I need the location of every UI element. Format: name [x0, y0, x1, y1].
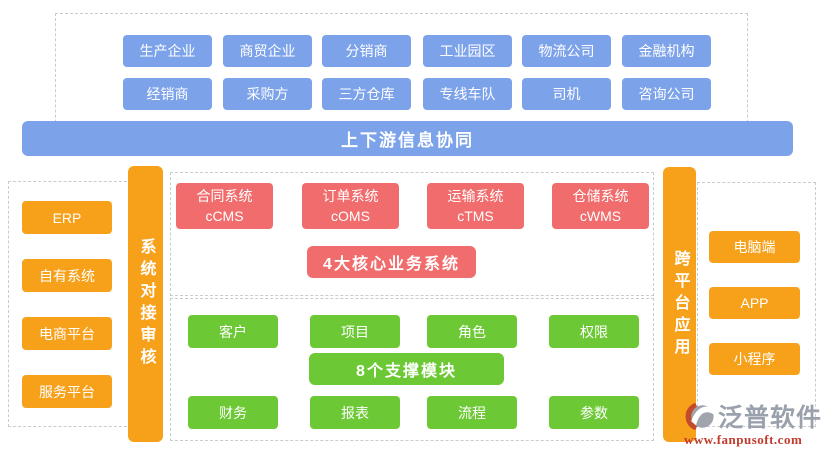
core-node-warehouse-system: 仓储系统 cWMS: [552, 183, 649, 229]
external-node-own-system: 自有系统: [22, 259, 112, 292]
core-node-code: cOMS: [331, 208, 370, 224]
support-node-workflow: 流程: [427, 396, 517, 429]
support-node-role: 角色: [427, 315, 517, 348]
external-node-ecommerce-platform: 电商平台: [22, 317, 112, 350]
partner-node-purchaser: 采购方: [223, 78, 312, 110]
external-node-erp: ERP: [22, 201, 112, 234]
core-node-contract-system: 合同系统 cCMS: [176, 183, 273, 229]
partner-node-dedicated-fleet: 专线车队: [423, 78, 512, 110]
core-node-code: cCMS: [205, 208, 244, 224]
external-node-service-platform: 服务平台: [22, 375, 112, 408]
core-systems-banner: 4大核心业务系统: [307, 246, 476, 278]
system-integration-review-bar: 系统对接审核: [128, 166, 163, 442]
partner-node-logistics-company: 物流公司: [522, 35, 611, 67]
client-node-app: APP: [709, 287, 800, 319]
vendor-logo: 泛普软件 www.fanpusoft.com: [684, 398, 822, 448]
core-node-name: 订单系统: [322, 188, 379, 204]
support-modules-banner: 8个支撑模块: [309, 353, 504, 385]
core-node-code: cWMS: [579, 208, 622, 224]
vendor-logo-row: 泛普软件: [684, 398, 822, 434]
partner-node-driver: 司机: [522, 78, 611, 110]
core-systems-group: [170, 172, 654, 296]
system-integration-review-label: 系统对接审核: [137, 238, 155, 370]
support-node-finance: 财务: [188, 396, 278, 429]
support-node-parameter: 参数: [549, 396, 639, 429]
client-node-desktop: 电脑端: [709, 231, 800, 263]
core-node-transport-system: 运输系统 cTMS: [427, 183, 524, 229]
vendor-name: 泛普软件: [718, 404, 823, 432]
core-node-code: cTMS: [457, 208, 494, 224]
fanpu-logo-icon: [684, 401, 716, 432]
partner-node-trading-enterprise: 商贸企业: [223, 35, 312, 67]
core-node-order-system: 订单系统 cOMS: [302, 183, 399, 229]
upstream-downstream-banner: 上下游信息协同: [22, 121, 793, 156]
support-node-report: 报表: [310, 396, 400, 429]
support-modules-group: [170, 298, 654, 441]
core-node-name: 合同系统: [196, 188, 253, 204]
support-node-permission: 权限: [549, 315, 639, 348]
client-platforms-group: [697, 182, 816, 427]
partner-node-third-party-warehouse: 三方仓库: [322, 78, 411, 110]
cross-platform-label: 跨平台应用: [671, 249, 689, 360]
partner-node-industrial-park: 工业园区: [423, 35, 512, 67]
core-node-name: 运输系统: [447, 188, 504, 204]
partner-node-production-enterprise: 生产企业: [123, 35, 212, 67]
partner-node-dealer: 经销商: [123, 78, 212, 110]
cross-platform-bar: 跨平台应用: [663, 167, 696, 442]
support-node-customer: 客户: [188, 315, 278, 348]
support-node-project: 项目: [310, 315, 400, 348]
client-node-mini-program: 小程序: [709, 343, 800, 375]
partner-node-consulting-company: 咨询公司: [622, 78, 711, 110]
partner-node-distributor: 分销商: [322, 35, 411, 67]
core-node-name: 仓储系统: [572, 188, 629, 204]
partner-node-financial-institution: 金融机构: [622, 35, 711, 67]
vendor-url[interactable]: www.fanpusoft.com: [684, 432, 803, 447]
